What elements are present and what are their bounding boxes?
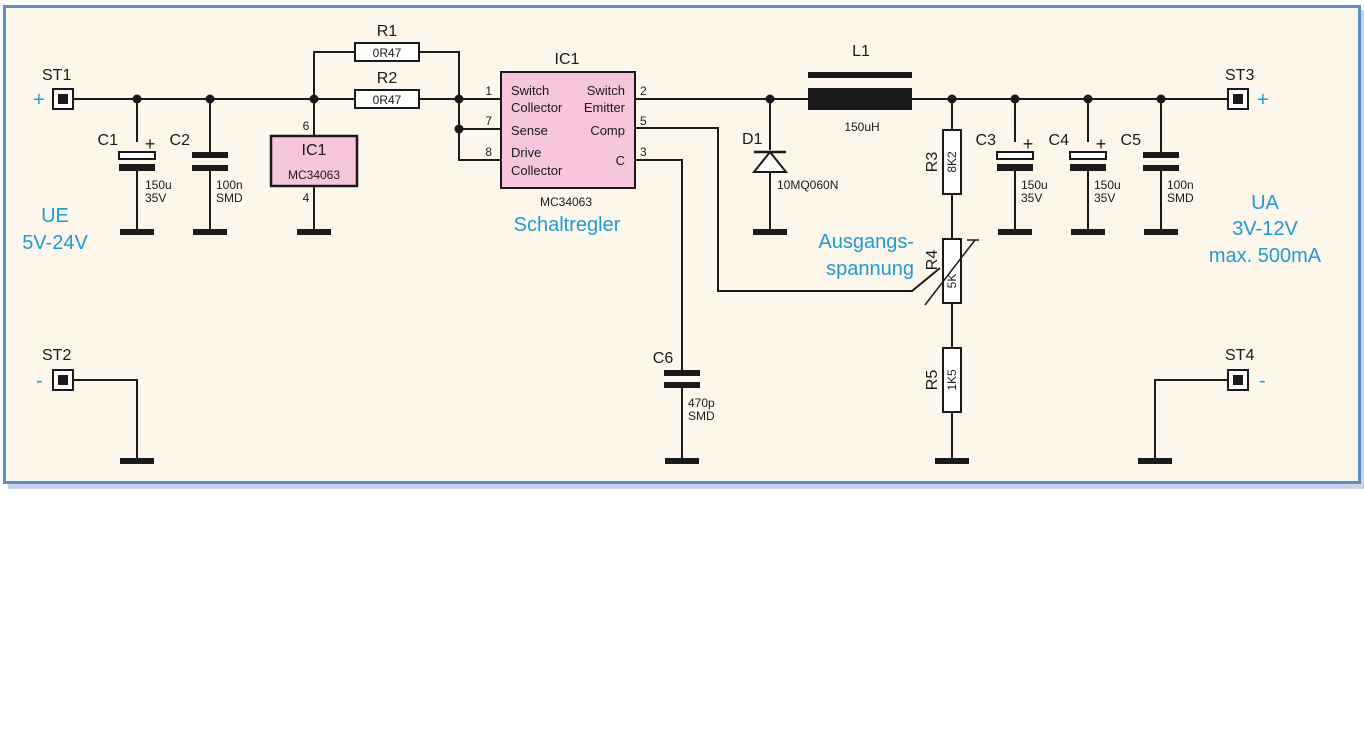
- c5-value: 100n: [1167, 178, 1194, 192]
- ic1-controller: IC1 MC34063 Schaltregler 1 Switch Collec…: [485, 51, 647, 236]
- d1-part: 10MQ060N: [777, 178, 838, 192]
- c1-rating: 35V: [145, 191, 166, 205]
- st1-name: ST1: [42, 67, 71, 84]
- ic1-pin-num: 7: [485, 114, 492, 128]
- st2-sign: -: [36, 370, 43, 392]
- resistor-r3: 8K2 R3: [924, 129, 962, 195]
- r5-value: 1K5: [945, 369, 959, 391]
- l1-name: L1: [852, 43, 870, 60]
- ic1-pin-num: 1: [485, 84, 492, 98]
- c6-value: 470p: [688, 396, 715, 410]
- ic1-pin-label: Comp: [590, 123, 625, 138]
- c2-value: 100n: [216, 178, 243, 192]
- r2-name: R2: [377, 70, 398, 87]
- ic1-power-pin-top: 6: [303, 119, 310, 133]
- r2-value: 0R47: [373, 93, 402, 107]
- ic1-pin-label: Collector: [511, 100, 563, 115]
- ic1-power-pin-bottom: 4: [303, 191, 310, 205]
- trimmer-r4: 5K R4: [924, 238, 979, 306]
- st3-name: ST3: [1225, 67, 1254, 84]
- r5-name: R5: [924, 370, 941, 391]
- capacitor-c2: C2 100n SMD: [170, 132, 243, 205]
- c3-value: 150u: [1021, 178, 1048, 192]
- c3-name: C3: [976, 132, 997, 149]
- r4-name: R4: [924, 250, 941, 271]
- resistor-r2: 0R47 R2: [354, 70, 420, 109]
- output-name: UA: [1251, 192, 1279, 214]
- c3-rating: 35V: [1021, 191, 1042, 205]
- inductor-l1: L1 150uH: [808, 43, 912, 134]
- junction-dots: [132, 94, 1166, 134]
- ic1-pin-label: C: [616, 153, 625, 168]
- r1-value: 0R47: [373, 46, 402, 60]
- capacitor-c3: C3 + 150u 35V: [976, 132, 1048, 205]
- connector-st2: ST2 -: [36, 347, 74, 392]
- ic1-pin-num: 8: [485, 145, 492, 159]
- st1-sign: +: [33, 89, 45, 111]
- c5-name: C5: [1121, 132, 1142, 149]
- c6-name: C6: [653, 350, 674, 367]
- c2-rating: SMD: [216, 191, 243, 205]
- ic1-pin-label: Switch: [511, 83, 549, 98]
- diode-d1: D1 10MQ060N: [742, 131, 838, 192]
- connector-st3: ST3 +: [1225, 67, 1269, 111]
- capacitor-c1: C1 + 150u 35V: [98, 132, 172, 205]
- connector-st4: ST4 -: [1225, 347, 1266, 392]
- input-range: 5V-24V: [22, 232, 88, 254]
- c4-polarity: +: [1096, 134, 1107, 154]
- c5-rating: SMD: [1167, 191, 1194, 205]
- ic1-power-part: MC34063: [288, 168, 340, 182]
- ic1-pin-label: Emitter: [584, 100, 626, 115]
- ic1-name: IC1: [555, 51, 580, 68]
- trimmer-label-line2: spannung: [826, 258, 914, 280]
- output-range: 3V-12V: [1232, 218, 1298, 240]
- resistor-r1: 0R47 R1: [354, 23, 420, 62]
- ic1-part: MC34063: [540, 195, 592, 209]
- r1-name: R1: [377, 23, 398, 40]
- r3-value: 8K2: [945, 151, 959, 173]
- c1-name: C1: [98, 132, 119, 149]
- c4-rating: 35V: [1094, 191, 1115, 205]
- c6-rating: SMD: [688, 409, 715, 423]
- ic1-pin-label: Drive: [511, 145, 541, 160]
- c3-polarity: +: [1023, 134, 1034, 154]
- ic1-pin-label: Sense: [511, 123, 548, 138]
- c2-name: C2: [170, 132, 191, 149]
- input-name: UE: [41, 205, 69, 227]
- c1-polarity: +: [145, 134, 156, 154]
- ic1-pin-num: 5: [640, 114, 647, 128]
- resistor-r5: 1K5 R5: [924, 347, 962, 413]
- l1-value: 150uH: [844, 120, 879, 134]
- ic1-function: Schaltregler: [514, 214, 621, 236]
- ic1-pin-label: Switch: [587, 83, 625, 98]
- st4-sign: -: [1259, 370, 1266, 392]
- r4-value: 5K: [945, 274, 959, 289]
- trimmer-label-line1: Ausgangs-: [818, 231, 914, 253]
- d1-name: D1: [742, 131, 763, 148]
- st4-name: ST4: [1225, 347, 1254, 364]
- capacitor-c6: C6 470p SMD: [653, 350, 715, 423]
- wires: [72, 51, 1230, 461]
- ic1-power-block: IC1 MC34063 6 4: [269, 119, 359, 205]
- capacitor-c5: C5 100n SMD: [1121, 132, 1194, 205]
- ic1-pin-num: 3: [640, 145, 647, 159]
- ic1-pin-label: Collector: [511, 163, 563, 178]
- ground-symbols: [120, 229, 1178, 464]
- output-current: max. 500mA: [1209, 245, 1322, 267]
- r3-name: R3: [924, 152, 941, 173]
- c4-value: 150u: [1094, 178, 1121, 192]
- ic1-pin-num: 2: [640, 84, 647, 98]
- ic1-power-name: IC1: [302, 142, 327, 159]
- capacitor-c4: C4 + 150u 35V: [1049, 132, 1121, 205]
- c4-name: C4: [1049, 132, 1070, 149]
- c1-value: 150u: [145, 178, 172, 192]
- connector-st1: ST1 +: [33, 67, 74, 111]
- st3-sign: +: [1257, 89, 1269, 111]
- st2-name: ST2: [42, 347, 71, 364]
